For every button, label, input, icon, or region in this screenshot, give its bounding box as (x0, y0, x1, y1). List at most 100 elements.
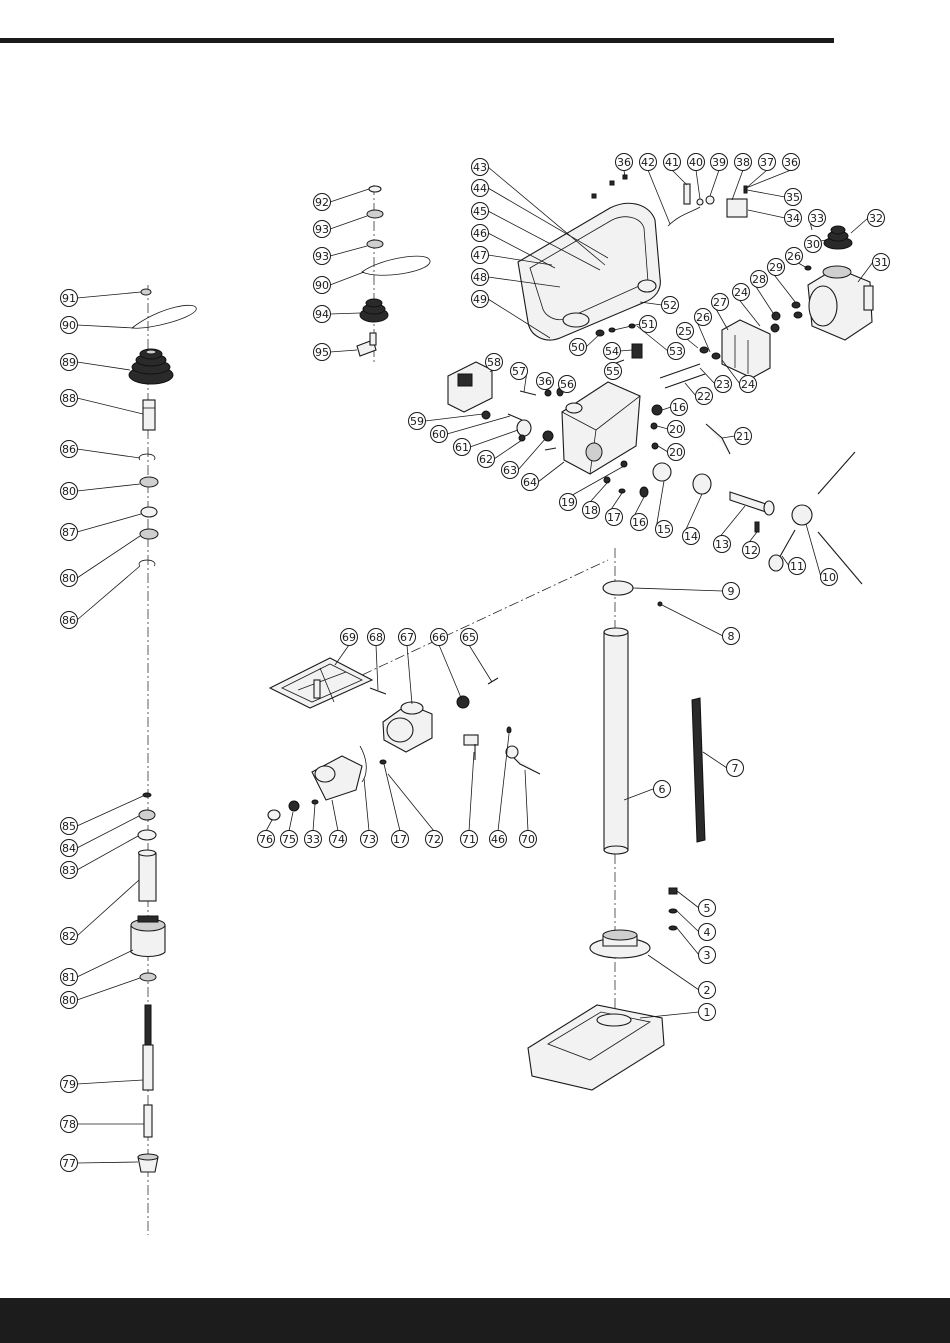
callout-circle (471, 202, 489, 220)
callout-part-73: 73 (360, 830, 378, 848)
callout-number: 87 (62, 526, 76, 539)
callout-part-61: 61 (453, 438, 471, 456)
callout-part-80: 80 (60, 569, 78, 587)
callout-circle (501, 461, 519, 479)
callout-circle (60, 523, 78, 541)
callout-circle (340, 628, 358, 646)
callout-part-7: 7 (726, 759, 744, 777)
callout-circle (742, 541, 760, 559)
callout-number: 64 (523, 476, 537, 489)
callout-circle (767, 258, 785, 276)
callout-part-44: 44 (471, 179, 489, 197)
callout-circle (477, 450, 495, 468)
callout-part-36: 36 (536, 372, 554, 390)
callout-number: 1 (704, 1006, 711, 1019)
callout-circle (60, 1115, 78, 1133)
callout-circle (558, 375, 576, 393)
callout-circle (582, 501, 600, 519)
callout-circle (676, 322, 694, 340)
callout-number: 94 (315, 308, 329, 321)
callout-circle (698, 981, 716, 999)
callout-part-53: 53 (667, 342, 685, 360)
callout-part-90: 90 (313, 276, 331, 294)
callout-number: 61 (455, 441, 469, 454)
spindle-assembly (128, 285, 197, 1235)
callout-part-15: 15 (655, 520, 673, 538)
callout-part-28: 28 (750, 270, 768, 288)
callout-number: 15 (657, 523, 671, 536)
callout-part-10: 10 (820, 568, 838, 586)
callout-number: 92 (315, 196, 329, 209)
callout-circle (60, 289, 78, 307)
callout-number: 25 (678, 325, 692, 338)
callout-part-92: 92 (313, 193, 331, 211)
callout-circle (872, 253, 890, 271)
callout-number: 33 (810, 212, 824, 225)
callout-circle (471, 179, 489, 197)
callout-circle (60, 817, 78, 835)
callout-number: 89 (62, 356, 76, 369)
callout-number: 28 (752, 273, 766, 286)
callout-circle (471, 246, 489, 264)
callout-part-75: 75 (280, 830, 298, 848)
callout-part-84: 84 (60, 839, 78, 857)
callout-number: 40 (689, 156, 703, 169)
callout-part-57: 57 (510, 362, 528, 380)
callout-number: 33 (306, 833, 320, 846)
callout-number: 4 (704, 926, 711, 939)
callout-number: 62 (479, 453, 493, 466)
callout-part-70: 70 (519, 830, 537, 848)
callout-part-59: 59 (408, 412, 426, 430)
callout-circle (655, 520, 673, 538)
callout-part-43: 43 (471, 158, 489, 176)
callout-circle (60, 482, 78, 500)
callout-part-74: 74 (329, 830, 347, 848)
callout-circle (485, 353, 503, 371)
motor (770, 225, 874, 341)
callout-number: 91 (62, 292, 76, 305)
callout-part-86: 86 (60, 611, 78, 629)
callout-part-86: 86 (60, 440, 78, 458)
callout-number: 20 (669, 446, 683, 459)
callout-circle (60, 316, 78, 334)
callout-part-30: 30 (804, 235, 822, 253)
callout-circle (711, 293, 729, 311)
callout-circle (698, 946, 716, 964)
callout-circle (60, 611, 78, 629)
callout-part-68: 68 (367, 628, 385, 646)
callout-part-16: 16 (670, 398, 688, 416)
callout-number: 10 (822, 571, 836, 584)
callout-part-82: 82 (60, 927, 78, 945)
callout-circle (391, 830, 409, 848)
callout-number: 82 (62, 930, 76, 943)
callout-part-18: 18 (582, 501, 600, 519)
callout-circle (60, 440, 78, 458)
callout-circle (782, 153, 800, 171)
callout-circle (784, 188, 802, 206)
callout-part-12: 12 (742, 541, 760, 559)
callout-number: 81 (62, 971, 76, 984)
callout-number: 63 (503, 464, 517, 477)
callout-number: 6 (659, 783, 666, 796)
callout-part-9: 9 (722, 582, 740, 600)
callout-number: 55 (606, 365, 620, 378)
callout-number: 26 (787, 250, 801, 263)
callout-part-66: 66 (430, 628, 448, 646)
callout-circle (630, 513, 648, 531)
callout-number: 88 (62, 392, 76, 405)
callout-circle (471, 158, 489, 176)
callout-number: 26 (696, 311, 710, 324)
callout-part-88: 88 (60, 389, 78, 407)
callout-number: 36 (784, 156, 798, 169)
callout-part-41: 41 (663, 153, 681, 171)
callout-part-25: 25 (676, 322, 694, 340)
callout-number: 85 (62, 820, 76, 833)
callout-part-56: 56 (558, 375, 576, 393)
callout-part-35: 35 (784, 188, 802, 206)
callout-circle (367, 628, 385, 646)
callout-part-83: 83 (60, 861, 78, 879)
callout-number: 71 (462, 833, 476, 846)
callout-number: 60 (432, 428, 446, 441)
callout-part-67: 67 (398, 628, 416, 646)
callout-part-93: 93 (313, 220, 331, 238)
